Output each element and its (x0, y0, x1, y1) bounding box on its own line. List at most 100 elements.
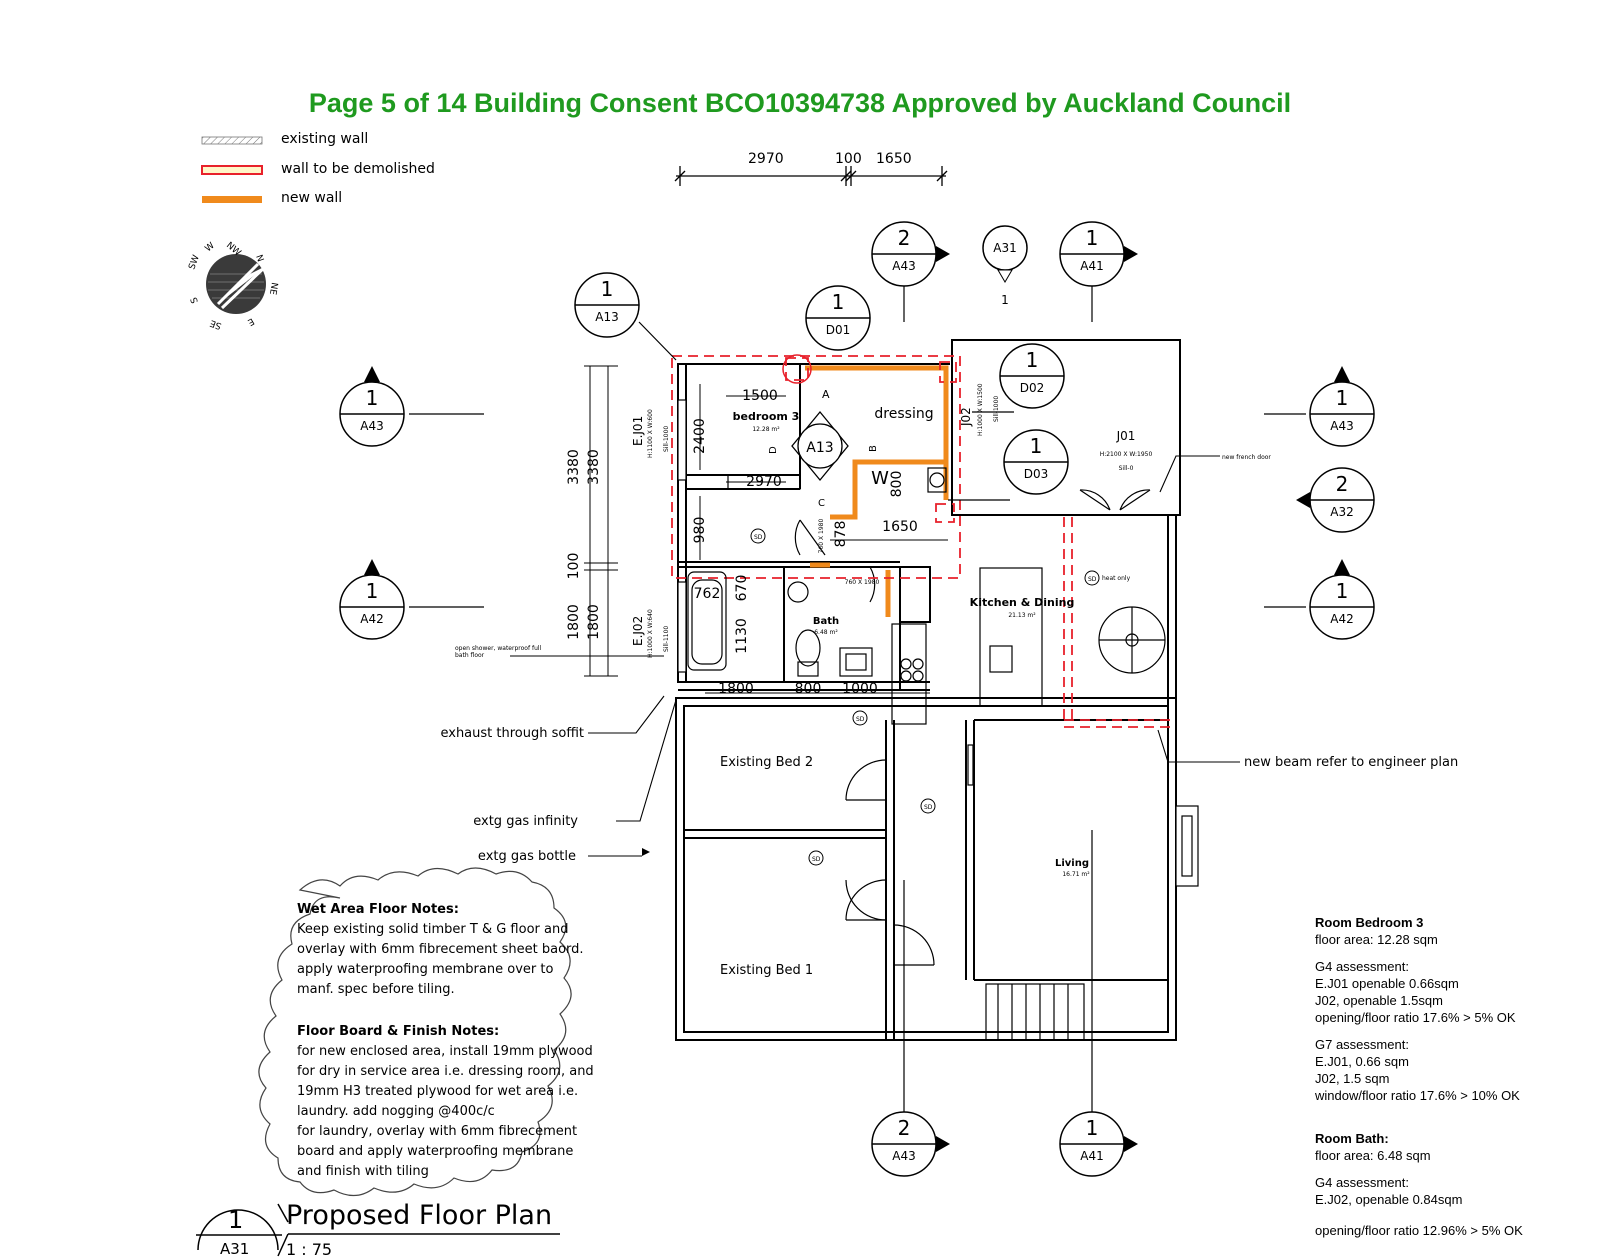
wet-notes-line-3: apply waterproofing membrane over to (297, 962, 554, 977)
top-dim-100: 100 (835, 151, 862, 167)
compass-se: SE (209, 317, 223, 330)
dim-980: 980 (692, 517, 708, 544)
marker-a32-num: 2 (1336, 472, 1349, 496)
walls (675, 339, 1181, 1041)
rn-g4-line-3: opening/floor ratio 17.6% > 5% OK (1315, 1010, 1516, 1025)
floor-notes-line-3: 19mm H3 treated plywood for wet area i.e… (297, 1084, 579, 1099)
label-b: B (868, 445, 879, 452)
room-bath: Bath (813, 616, 839, 627)
demolish-wall-swatch (201, 165, 263, 175)
rn-g7-line-2: J02, 1.5 sqm (1315, 1071, 1390, 1086)
wet-notes-line-4: manf. spec before tiling. (297, 982, 455, 997)
room-existing-bed1: Existing Bed 1 (720, 963, 813, 978)
page-header: Page 5 of 14 Building Consent BCO1039473… (308, 88, 1292, 118)
rn-g7-line-1: E.J01, 0.66 sqm (1315, 1054, 1409, 1069)
new-wall-swatch (202, 196, 262, 203)
gas-infinity-label: extg gas infinity (473, 814, 578, 829)
window-ej01-size: H:1100 X W:600 (647, 409, 654, 458)
sd-label-5: SD (1088, 576, 1097, 583)
marker-arrows (364, 246, 1350, 1152)
rn-bath-area: floor area: 6.48 sqm (1315, 1148, 1431, 1163)
interior-dimensions (705, 395, 948, 694)
wet-notes-line-2: overlay with 6mm fibrecement sheet baord… (297, 942, 584, 957)
sd-label-1: SD (754, 534, 763, 541)
dim-670: 670 (734, 575, 750, 602)
window-j01-size: H:2100 X W:1950 (1100, 451, 1153, 458)
floor-notes-line-1: for new enclosed area, install 19mm plyw… (297, 1044, 593, 1059)
window-ej01: E.J01 (631, 416, 645, 446)
room-notes: Room Bedroom 3 floor area: 12.28 sqm G4 … (1315, 914, 1523, 1239)
marker-a42-right-num: 1 (1336, 579, 1349, 603)
title-block-ref: A31 (220, 1240, 250, 1258)
dim-1500: 1500 (742, 388, 778, 404)
doors (794, 489, 1151, 966)
dim-2970: 2970 (746, 474, 782, 490)
rn-bath-ratio: opening/floor ratio 12.96% > 5% OK (1315, 1223, 1523, 1238)
window-ej01-sill: Sill-1000 (663, 426, 670, 452)
bath-fittings (687, 467, 947, 677)
open-shower-label: open shower, waterproof full (455, 645, 542, 652)
rn-g7-line-3: window/floor ratio 17.6% > 10% OK (1315, 1088, 1520, 1103)
marker-a42-left-ref: A42 (360, 612, 383, 626)
sd-label-4: SD (812, 856, 821, 863)
wet-area-notes: Wet Area Floor Notes: Keep existing soli… (297, 900, 584, 1000)
section-markers (339, 221, 1375, 1177)
rn-bed3-title: Room Bedroom 3 (1315, 915, 1424, 930)
demolish-markers (782, 354, 812, 384)
room-bath-area: 6.48 m² (814, 629, 838, 636)
floor-notes-line-7: and finish with tiling (297, 1164, 429, 1179)
open-shower-label-2: bath floor (455, 652, 485, 659)
top-dimension-line (674, 166, 948, 186)
dim-2400: 2400 (692, 418, 708, 454)
marker-a41-bottom-ref: A41 (1080, 1149, 1103, 1163)
rn-g4b-line-1: E.J02, openable 0.84sqm (1315, 1192, 1463, 1207)
rn-g4-title: G4 assessment: (1315, 959, 1409, 974)
room-living: Living (1055, 858, 1089, 869)
label-a: A (822, 388, 830, 401)
legend-existing-label: existing wall (281, 131, 369, 147)
legend-demolish-label: wall to be demolished (281, 161, 435, 177)
plan-scale: 1 : 75 (286, 1240, 333, 1259)
smoke-detectors (750, 528, 1100, 866)
marker-a43-right-num: 1 (1336, 386, 1349, 410)
rn-bath-title: Room Bath: (1315, 1131, 1389, 1146)
dim-1800a: 1800 (718, 681, 754, 697)
window-ej02: E.J02 (631, 616, 645, 646)
marker-a43-left-ref: A43 (360, 419, 383, 433)
window-j02: J02 (959, 407, 973, 427)
marker-d01-ref: D01 (826, 323, 851, 337)
marker-a43-top-num: 2 (898, 226, 911, 250)
plan-title: Proposed Floor Plan (286, 1200, 553, 1231)
marker-a43-left-num: 1 (366, 386, 379, 410)
dim-878: 878 (833, 521, 849, 548)
room-kitchen-area: 21.13 m² (1008, 612, 1036, 619)
dim-800b: 800 (795, 681, 822, 697)
compass-icon: NW N NE E SE S SW W (188, 241, 279, 331)
marker-a31-ref: A31 (993, 241, 1016, 255)
marker-a43-top-ref: A43 (892, 259, 915, 273)
dim-1650: 1650 (882, 519, 918, 535)
left-dimensions (584, 365, 701, 677)
rn-g7-title: G7 assessment: (1315, 1037, 1409, 1052)
marker-a43-bottom-ref: A43 (892, 1149, 915, 1163)
legend-new-label: new wall (281, 190, 343, 206)
dim-800: 800 (889, 471, 905, 498)
a13-center-ref: A13 (806, 440, 833, 456)
window-j01-sill: Sill-0 (1119, 465, 1134, 472)
marker-d01-num: 1 (832, 290, 845, 314)
dim-762: 762 (694, 586, 721, 602)
rn-g4-line-2: J02, openable 1.5sqm (1315, 993, 1443, 1008)
exhaust-label: exhaust through soffit (440, 726, 584, 741)
floor-notes-line-2: for dry in service area i.e. dressing ro… (297, 1064, 594, 1079)
marker-d02-num: 1 (1026, 348, 1039, 372)
marker-a13-num: 1 (601, 277, 614, 301)
marker-a31-num: 1 (1001, 293, 1009, 307)
stairs (985, 983, 1085, 1041)
window-j02-sill: Sill-1000 (993, 396, 1000, 422)
marker-a13-ref: A13 (595, 310, 618, 324)
notes-cloud (258, 867, 572, 1197)
top-dim-1650: 1650 (876, 151, 912, 167)
window-j02-size: H:1000 X W:1500 (977, 383, 984, 436)
dim-1800c: 1800 (586, 604, 602, 640)
